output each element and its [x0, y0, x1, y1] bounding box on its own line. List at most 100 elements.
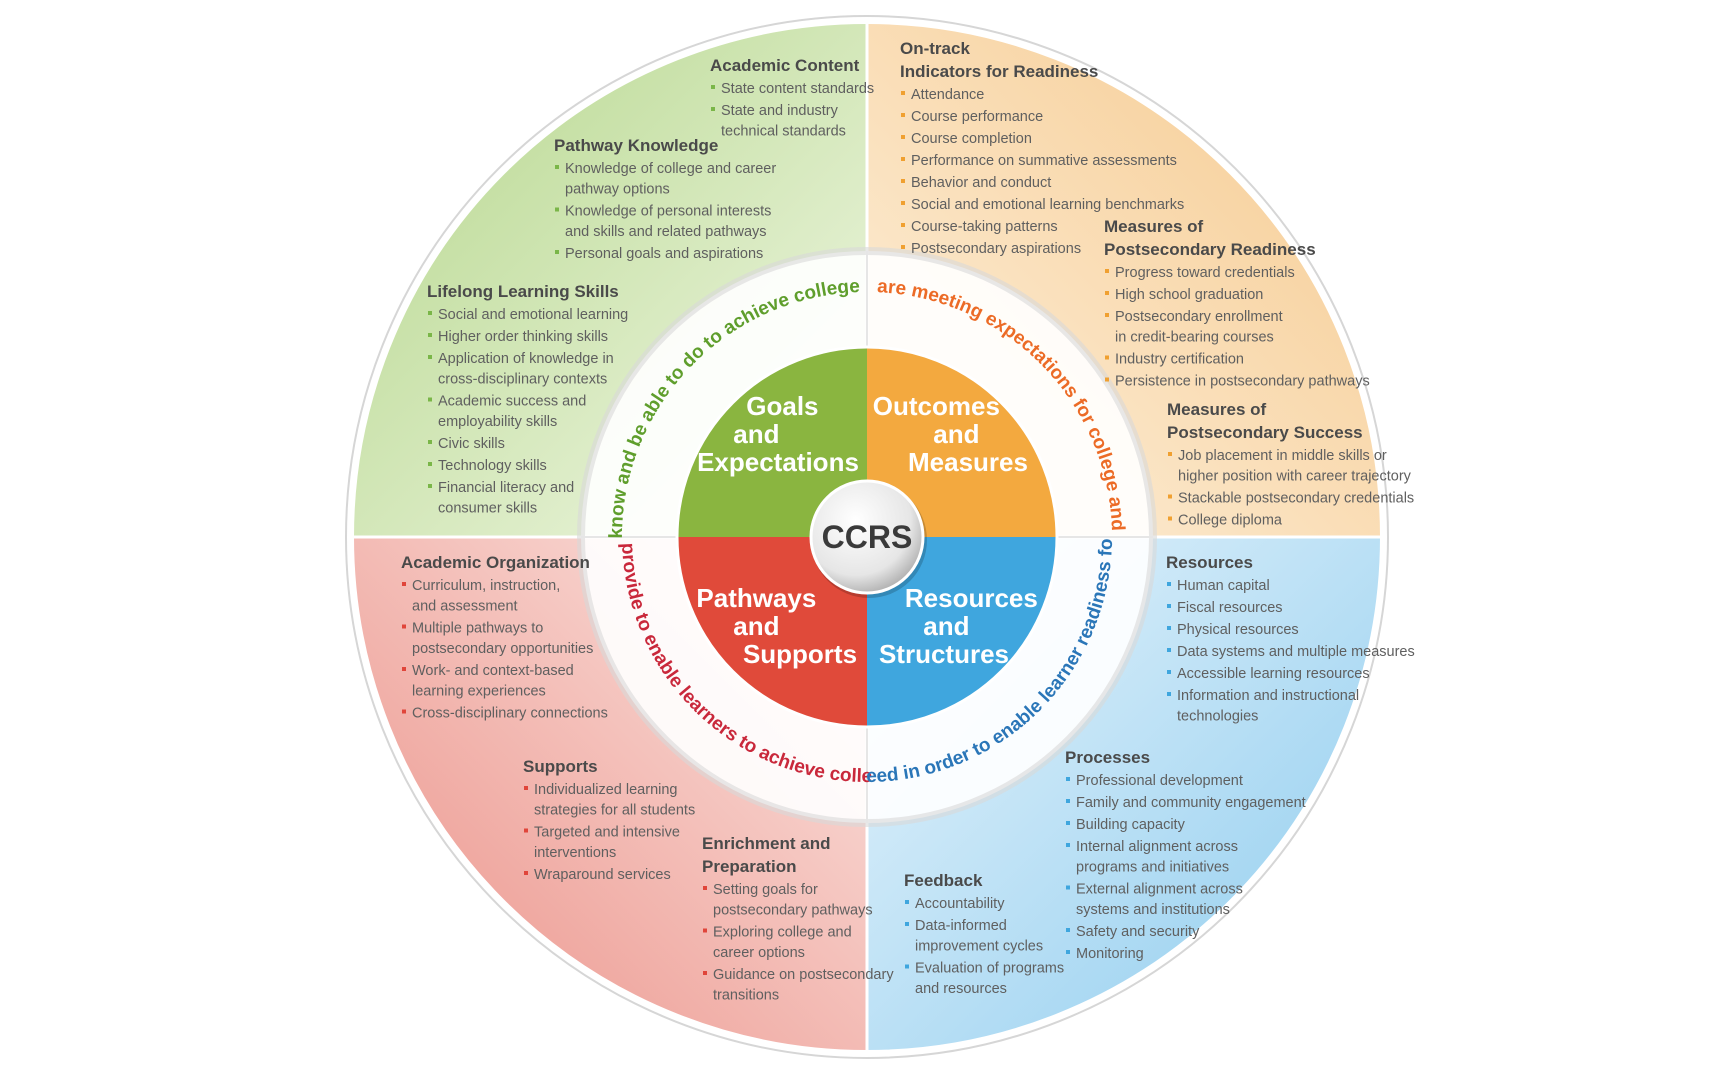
- resources-label-line-2: and: [923, 611, 969, 641]
- bullet-square-icon: [703, 886, 707, 890]
- section-item-text: programs and initiatives: [1076, 860, 1229, 876]
- bullet-square-icon: [524, 828, 528, 833]
- section-title: Preparation: [702, 857, 796, 876]
- bullet-square-icon: [1066, 928, 1070, 932]
- bullet-square-icon: [402, 624, 406, 629]
- bullet-square-icon: [1167, 670, 1171, 674]
- outcomes-label: Outcomes and Measures: [873, 391, 1028, 477]
- section-title: Academic Content: [710, 56, 860, 75]
- section-item-text: Multiple pathways to: [412, 621, 543, 637]
- section-title: Academic Organization: [401, 553, 590, 572]
- section-item-text: Monitoring: [1076, 946, 1144, 962]
- section-title: Pathway Knowledge: [554, 136, 718, 155]
- section-item-text: employability skills: [438, 414, 557, 430]
- bullet-square-icon: [901, 113, 905, 117]
- bullet-square-icon: [901, 245, 905, 249]
- bullet-square-icon: [1105, 291, 1109, 295]
- section-item-text: State and industry: [721, 103, 839, 119]
- section-item-text: College diploma: [1178, 513, 1283, 529]
- section-item-text: Accessible learning resources: [1177, 666, 1370, 682]
- section-item-text: Work- and context-based: [412, 663, 574, 679]
- section-item-text: Internal alignment across: [1076, 839, 1238, 855]
- bullet-square-icon: [524, 871, 528, 875]
- section-item-text: technologies: [1177, 709, 1258, 725]
- section-item-text: Higher order thinking skills: [438, 329, 608, 345]
- section-item-text: Course completion: [911, 131, 1032, 147]
- section-item-text: Cross-disciplinary connections: [412, 706, 608, 722]
- goals-label: Goals and Expectations: [697, 391, 859, 477]
- pathways-label-line-2: and: [733, 611, 779, 641]
- bullet-square-icon: [1167, 692, 1171, 696]
- section-item-text: Information and instructional: [1177, 688, 1359, 704]
- bullet-square-icon: [711, 107, 715, 111]
- section-item-text: Social and emotional learning: [438, 307, 628, 323]
- section-item-text: Civic skills: [438, 436, 505, 452]
- bullet-square-icon: [428, 484, 432, 488]
- bullet-square-icon: [703, 971, 707, 975]
- section-item-text: Curriculum, instruction,: [412, 578, 560, 594]
- section-item-text: pathway options: [565, 182, 670, 198]
- section-item-text: Attendance: [911, 87, 984, 103]
- section-title: On-track: [900, 39, 970, 58]
- bullet-square-icon: [428, 355, 432, 359]
- bullet-square-icon: [901, 201, 905, 205]
- bullet-square-icon: [555, 165, 559, 169]
- bullet-square-icon: [703, 928, 707, 933]
- section-item-text: Guidance on postsecondary: [713, 967, 894, 983]
- resources-label-line-3: Structures: [879, 639, 1009, 669]
- bullet-square-icon: [1105, 377, 1109, 382]
- section-item-text: career options: [713, 945, 805, 961]
- goals-label-line-2: and: [733, 419, 779, 449]
- resources-label-line-1: Resources: [905, 583, 1038, 613]
- bullet-square-icon: [901, 223, 905, 227]
- section-item-text: Behavior and conduct: [911, 175, 1051, 191]
- bullet-square-icon: [1105, 269, 1109, 273]
- section-item-text: Safety and security: [1076, 924, 1200, 940]
- section-item-text: Fiscal resources: [1177, 600, 1283, 616]
- section-item-text: State content standards: [721, 81, 874, 97]
- resources-label: Resources and Structures: [879, 583, 1045, 669]
- bullet-square-icon: [1168, 516, 1172, 521]
- section-item-text: Postsecondary enrollment: [1115, 309, 1283, 325]
- section-item-text: Postsecondary aspirations: [911, 241, 1081, 257]
- section-item-text: and skills and related pathways: [565, 224, 767, 240]
- inner-circle-border: [675, 345, 1059, 729]
- bullet-square-icon: [428, 462, 432, 466]
- bullet-square-icon: [901, 135, 905, 139]
- section-item-text: systems and institutions: [1076, 902, 1230, 918]
- pathways-quadrant: [677, 537, 867, 727]
- bullet-square-icon: [901, 91, 905, 95]
- section-item-text: technical standards: [721, 124, 846, 140]
- section-item-text: Exploring college and: [713, 925, 852, 941]
- section-item-text: High school graduation: [1115, 287, 1263, 303]
- section-title: Processes: [1065, 748, 1150, 767]
- section-item-text: Persistence in postsecondary pathways: [1115, 374, 1370, 390]
- section-item-text: Physical resources: [1177, 622, 1299, 638]
- section-item-text: Data-informed: [915, 918, 1007, 934]
- outcomes-quadrant: [867, 347, 1057, 537]
- goals-label-line-3: Expectations: [697, 447, 859, 477]
- goals-label-line-1: Goals: [746, 391, 818, 421]
- section-title: Postsecondary Success: [1167, 423, 1363, 442]
- section-item-text: learning experiences: [412, 684, 546, 700]
- section-item-text: Evaluation of programs: [915, 961, 1064, 977]
- section-item-text: Personal goals and aspirations: [565, 246, 763, 262]
- bullet-square-icon: [402, 582, 406, 586]
- ccrs-hub: [809, 479, 925, 595]
- bullet-square-icon: [428, 311, 432, 315]
- section-item-text: Course-taking patterns: [911, 219, 1058, 235]
- bullet-square-icon: [1066, 885, 1070, 890]
- bullet-square-icon: [402, 709, 406, 714]
- bullet-square-icon: [555, 207, 559, 212]
- bullet-square-icon: [428, 333, 432, 337]
- section-title: Resources: [1166, 553, 1253, 572]
- section-item-text: Job placement in middle skills or: [1178, 448, 1387, 464]
- section-item-text: in credit-bearing courses: [1115, 330, 1274, 346]
